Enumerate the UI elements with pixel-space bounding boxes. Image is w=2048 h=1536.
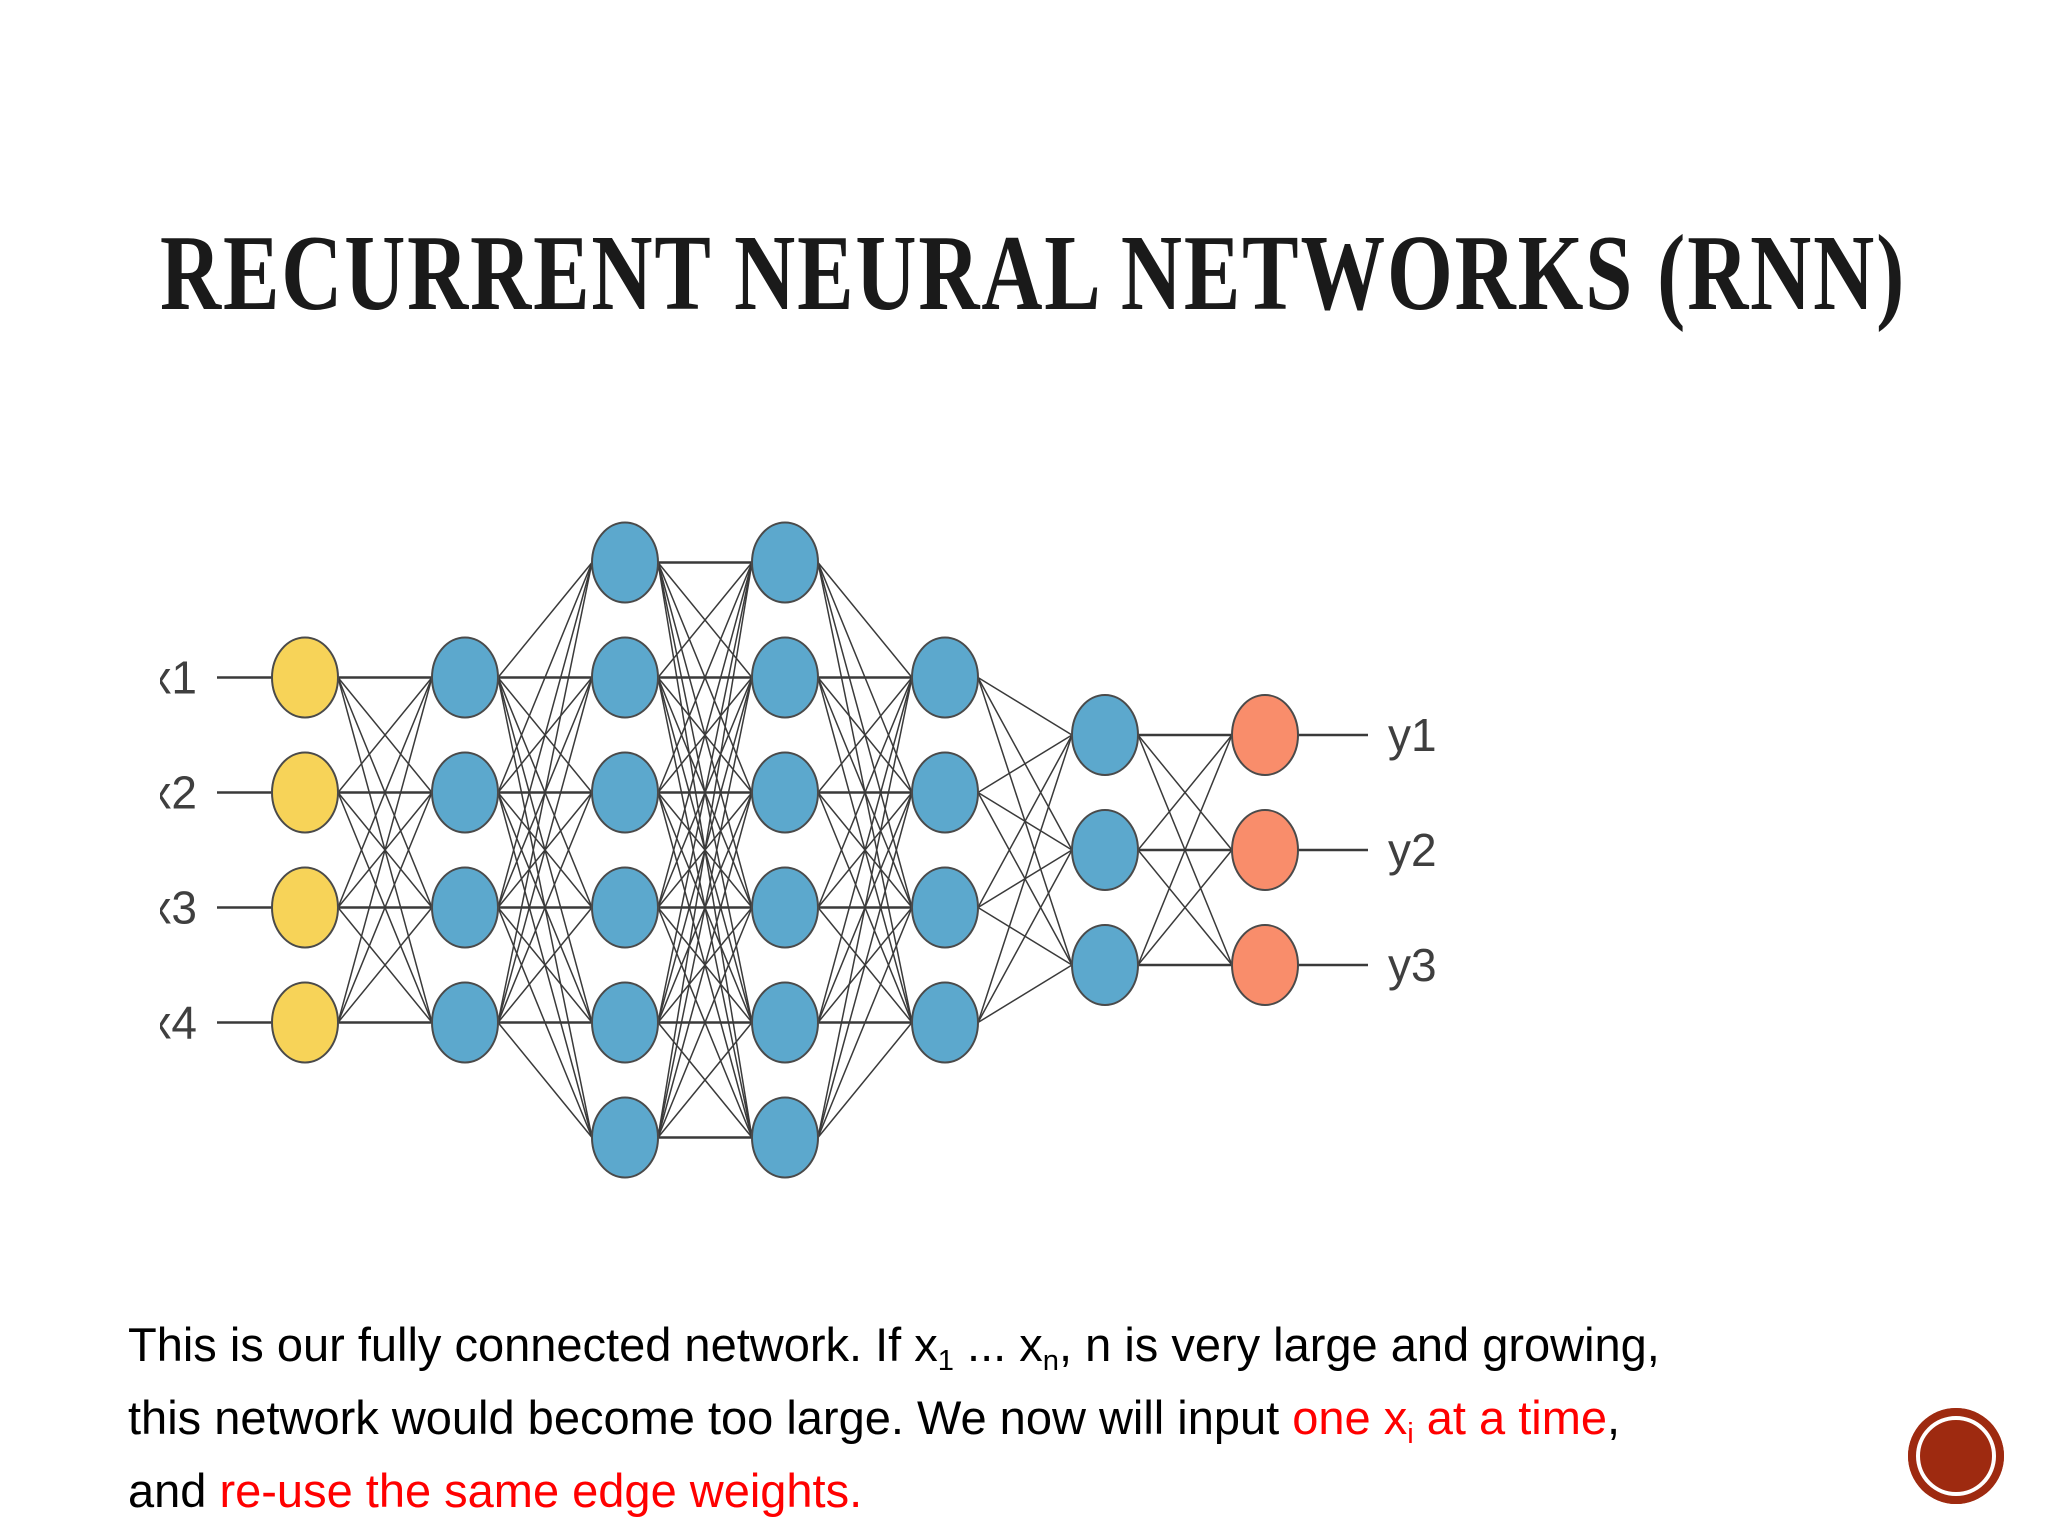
network-edge <box>817 1022 913 1138</box>
network-node-hidden3-1 <box>751 521 819 604</box>
input-label-x2: x2 <box>160 767 197 819</box>
network-node-hidden2-2 <box>591 636 659 719</box>
network-node-hidden2-5 <box>591 981 659 1064</box>
network-edge <box>657 562 753 793</box>
network-edge <box>497 1022 593 1138</box>
network-node-hidden3-2 <box>751 636 819 719</box>
network-edge <box>977 734 1073 1023</box>
network-edge <box>657 1022 753 1138</box>
network-node-hidden3-4 <box>751 866 819 949</box>
network-edge <box>977 734 1073 908</box>
network-node-hidden5-1 <box>1071 694 1139 776</box>
edges-group <box>217 561 1368 1139</box>
network-diagram: x1 x2 x3 x4 y1 y2 y3 <box>160 400 1920 1300</box>
network-node-hidden4-2 <box>911 751 979 834</box>
network-svg: x1 x2 x3 x4 y1 y2 y3 <box>160 521 1437 1179</box>
output-label-y3: y3 <box>1388 939 1437 991</box>
network-node-hidden5-2 <box>1071 809 1139 891</box>
network-node-hidden2-4 <box>591 866 659 949</box>
network-node-hidden3-5 <box>751 981 819 1064</box>
caption-line2-part-a: this network would become too large. We … <box>128 1391 1293 1444</box>
network-node-hidden4-1 <box>911 636 979 719</box>
network-node-hidden4-4 <box>911 981 979 1064</box>
network-edge <box>817 677 913 1138</box>
caption-line2-part-c: , <box>1607 1391 1621 1444</box>
network-edge <box>977 964 1073 1024</box>
network-edge <box>817 792 913 1138</box>
network-edge <box>657 792 753 1138</box>
network-edge <box>657 562 753 678</box>
network-node-hidden1-4 <box>431 981 499 1064</box>
network-edge <box>337 792 433 1023</box>
network-edge <box>497 562 593 908</box>
network-edge <box>977 849 1073 1023</box>
output-label-y2: y2 <box>1388 824 1437 876</box>
network-edge <box>337 677 433 793</box>
network-edge <box>657 562 753 1138</box>
brand-seal-icon <box>1908 1408 2004 1504</box>
network-edge <box>497 677 593 1023</box>
caption-line1-part-c: , n is very large and growing, <box>1059 1318 1660 1371</box>
caption-line1-part-a: This is our fully connected network. If … <box>128 1318 938 1371</box>
network-edge <box>497 792 593 1023</box>
network-node-output-3 <box>1231 924 1299 1006</box>
network-node-hidden1-3 <box>431 866 499 949</box>
network-edge <box>1137 734 1233 966</box>
network-node-input-4 <box>271 981 339 1064</box>
input-label-x4: x4 <box>160 997 197 1049</box>
input-label-x1: x1 <box>160 652 197 704</box>
network-edge <box>817 677 913 1023</box>
network-edge <box>657 562 753 1023</box>
page-title: RECURRENT NEURAL NETWORKS (RNN) <box>160 212 1907 333</box>
network-edge <box>977 676 1073 736</box>
network-edge <box>497 907 593 1023</box>
caption-line2-highlight-sub: i <box>1407 1418 1414 1451</box>
network-node-hidden2-6 <box>591 1096 659 1179</box>
caption-line3-highlight: re-use the same edge weights. <box>219 1464 863 1517</box>
network-node-hidden1-2 <box>431 751 499 834</box>
network-edge <box>1137 734 1233 851</box>
network-node-hidden2-3 <box>591 751 659 834</box>
network-node-output-1 <box>1231 694 1299 776</box>
input-label-x3: x3 <box>160 882 197 934</box>
network-edge <box>337 677 433 1023</box>
network-edge <box>1137 849 1233 966</box>
caption-line-1: This is our fully connected network. If … <box>128 1312 1868 1385</box>
network-node-hidden2-1 <box>591 521 659 604</box>
network-edge <box>977 734 1073 794</box>
caption-line1-sub-2: n <box>1042 1345 1059 1378</box>
caption-line-2: this network would become too large. We … <box>128 1385 1868 1458</box>
caption-text: This is our fully connected network. If … <box>128 1312 1868 1523</box>
caption-line-3: and re-use the same edge weights. <box>128 1458 1868 1523</box>
nodes-group <box>271 521 1299 1179</box>
caption-line3-part-a: and <box>128 1464 220 1517</box>
network-node-input-1 <box>271 636 339 719</box>
caption-line2-highlight-a: one x <box>1292 1391 1408 1444</box>
network-edge <box>817 907 913 1138</box>
network-node-hidden4-3 <box>911 866 979 949</box>
output-label-y1: y1 <box>1388 709 1437 761</box>
network-edge <box>657 677 753 1138</box>
network-edge <box>657 562 753 908</box>
network-edge <box>497 562 593 1023</box>
network-edge <box>497 562 593 793</box>
network-edge <box>817 677 913 908</box>
network-node-hidden3-3 <box>751 751 819 834</box>
node-labels-group: x1 x2 x3 x4 y1 y2 y3 <box>160 652 1437 1049</box>
network-edge <box>337 677 433 908</box>
network-node-hidden5-3 <box>1071 924 1139 1006</box>
network-edge <box>817 562 913 678</box>
network-edge <box>337 907 433 1023</box>
network-node-hidden3-6 <box>751 1096 819 1179</box>
network-node-output-2 <box>1231 809 1299 891</box>
network-edge <box>657 907 753 1138</box>
caption-line1-sub-1: 1 <box>937 1345 954 1378</box>
network-edge <box>497 562 593 678</box>
network-edge <box>817 677 913 793</box>
network-node-input-2 <box>271 751 339 834</box>
caption-line2-highlight-b: at a time <box>1413 1391 1608 1444</box>
network-node-input-3 <box>271 866 339 949</box>
network-node-hidden1-1 <box>431 636 499 719</box>
caption-line1-part-b: ... x <box>954 1318 1043 1371</box>
